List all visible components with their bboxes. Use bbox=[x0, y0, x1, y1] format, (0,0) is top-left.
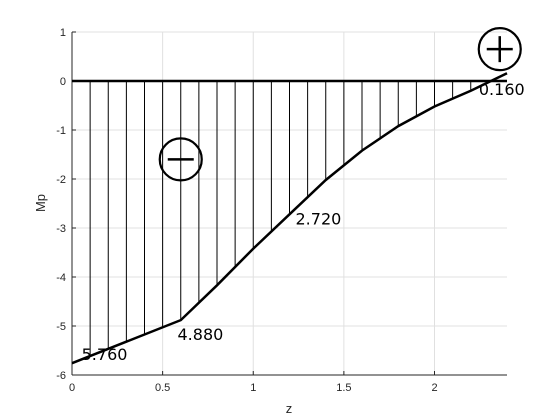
value-label: 4.880 bbox=[178, 325, 224, 344]
moment-curve bbox=[71, 72, 508, 365]
x-tick-label: 0.5 bbox=[155, 382, 170, 394]
y-tick-label: -1 bbox=[56, 125, 66, 137]
minus-sign-marker bbox=[158, 137, 203, 182]
y-axis-label: Mp bbox=[33, 194, 48, 212]
x-tick-label: 1.5 bbox=[336, 382, 351, 394]
y-tick-label: -6 bbox=[56, 370, 66, 382]
x-tick-label: 0 bbox=[69, 382, 75, 394]
y-tick-label: -3 bbox=[56, 223, 66, 235]
tick-labels: 0 0.5 1 1.5 2 1 0 -1 -2 -3 -4 -5 -6 bbox=[56, 27, 437, 394]
x-tick-label: 2 bbox=[431, 382, 437, 394]
y-tick-label: 1 bbox=[60, 27, 66, 39]
sign-markers bbox=[158, 27, 522, 182]
y-tick-label: -5 bbox=[56, 321, 66, 333]
x-axis-label: z bbox=[286, 401, 293, 416]
y-tick-label: 0 bbox=[60, 76, 66, 88]
hatching bbox=[89, 81, 490, 357]
value-annotations: 5.760 4.880 2.720 0.160 bbox=[82, 80, 525, 364]
y-tick-label: -2 bbox=[56, 174, 66, 186]
y-tick-label: -4 bbox=[56, 272, 66, 284]
plus-sign-marker bbox=[477, 27, 522, 72]
value-label: 0.160 bbox=[479, 80, 525, 99]
value-label: 5.760 bbox=[82, 345, 128, 364]
value-label: 2.720 bbox=[296, 209, 342, 228]
x-tick-label: 1 bbox=[250, 382, 256, 394]
